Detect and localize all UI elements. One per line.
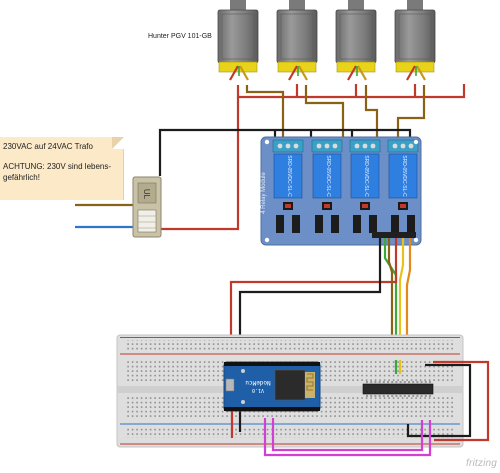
chip-pin <box>429 381 431 384</box>
ul-mark: UL <box>142 189 151 200</box>
valve-model-label: Hunter PGV 101-GB <box>148 33 212 40</box>
relay-part-number: SRD-05VDC-SL-C <box>363 155 369 197</box>
control-wires <box>229 238 412 372</box>
note-line-1: 230VAC auf 24VAC Trafo <box>3 142 93 151</box>
chip-pin <box>382 381 385 384</box>
chip-pin <box>395 394 398 397</box>
chip-pin <box>420 394 423 397</box>
chip-pin <box>395 381 398 384</box>
wire-yellow-in <box>398 238 405 360</box>
note-fold-corner <box>112 137 124 149</box>
wire-brown-signal <box>387 238 394 360</box>
note-line-2: ACHTUNG: 230V sind lebens- <box>3 162 112 171</box>
chip-pin <box>403 381 406 384</box>
valve-group <box>217 0 436 81</box>
wire-magenta-2 <box>271 418 424 452</box>
chip-pin <box>366 381 368 384</box>
wire-red-to-transformer <box>160 97 240 231</box>
chip-pin <box>416 381 419 384</box>
chip-pin <box>424 381 427 384</box>
relay-module-label: 4 Relay Module <box>261 171 267 213</box>
nodemcu-title: NodeMcu <box>245 379 271 386</box>
wire-red-common-bus <box>236 84 466 99</box>
nodemcu-board: NodeMcu V1.0 <box>223 361 321 412</box>
chip-pin <box>370 394 373 397</box>
wire-magenta-1 <box>263 418 432 457</box>
chip-pin <box>399 394 402 397</box>
wire-brown-v2 <box>304 85 345 148</box>
relay-module: 4 Relay Module SRD-05VDC-SL-C SRD-05VDC-S… <box>260 136 422 246</box>
chip-pin <box>391 381 394 384</box>
chip-pin <box>387 381 389 384</box>
chip-pin <box>378 394 381 397</box>
wire-brown-v4 <box>396 85 426 148</box>
wire-brown-v1 <box>245 85 285 148</box>
chip-pin <box>382 394 385 397</box>
relay-part-number: SRD-05VDC-SL-C <box>325 155 331 197</box>
note-line-3: gefährlich! <box>3 173 40 182</box>
chip-pin <box>374 394 377 397</box>
chip-pin <box>424 394 427 397</box>
chip-pin <box>408 381 410 384</box>
nodemcu-version: V1.0 <box>252 387 264 393</box>
wire-black-gnd-right <box>406 363 472 438</box>
valve-3 <box>335 0 377 81</box>
relay-channel-2: SRD-05VDC-SL-C <box>311 139 343 233</box>
chip-pin <box>387 394 389 397</box>
valve-4 <box>394 0 436 81</box>
relay-channel-1: SRD-05VDC-SL-C <box>272 139 304 233</box>
ic-chip <box>362 381 434 397</box>
fritzing-logo: fritzing <box>466 458 498 469</box>
chip-pin <box>412 394 415 397</box>
chip-pin <box>374 381 377 384</box>
relay-part-number: SRD-05VDC-SL-C <box>286 155 292 197</box>
valve-2 <box>276 0 318 81</box>
chip-pin <box>420 381 423 384</box>
transformer: UL <box>75 176 162 238</box>
chip-pin <box>416 394 419 397</box>
chip-pin <box>378 381 381 384</box>
chip-pin <box>429 394 431 397</box>
wire-orange-in <box>405 238 412 360</box>
chip-pin <box>391 394 394 397</box>
warning-note: 230VAC auf 24VAC Trafo ACHTUNG: 230V sin… <box>0 137 124 200</box>
valve-1 <box>217 0 259 81</box>
wire-red-power-right <box>433 360 490 442</box>
wire-red-vcc <box>229 238 398 372</box>
chip-pin <box>370 381 373 384</box>
breadboard-wires <box>230 360 490 457</box>
relay-part-number: SRD-05VDC-SL-C <box>401 155 407 197</box>
chip-pin <box>366 394 368 397</box>
chip-pin <box>399 381 402 384</box>
wire-black-gnd <box>238 238 382 372</box>
chip-pin <box>403 394 406 397</box>
chip-pin <box>408 394 410 397</box>
chip-pin <box>412 381 415 384</box>
relay-channel-3: SRD-05VDC-SL-C <box>349 139 381 233</box>
relay-channel-4: SRD-05VDC-SL-C <box>387 139 419 233</box>
